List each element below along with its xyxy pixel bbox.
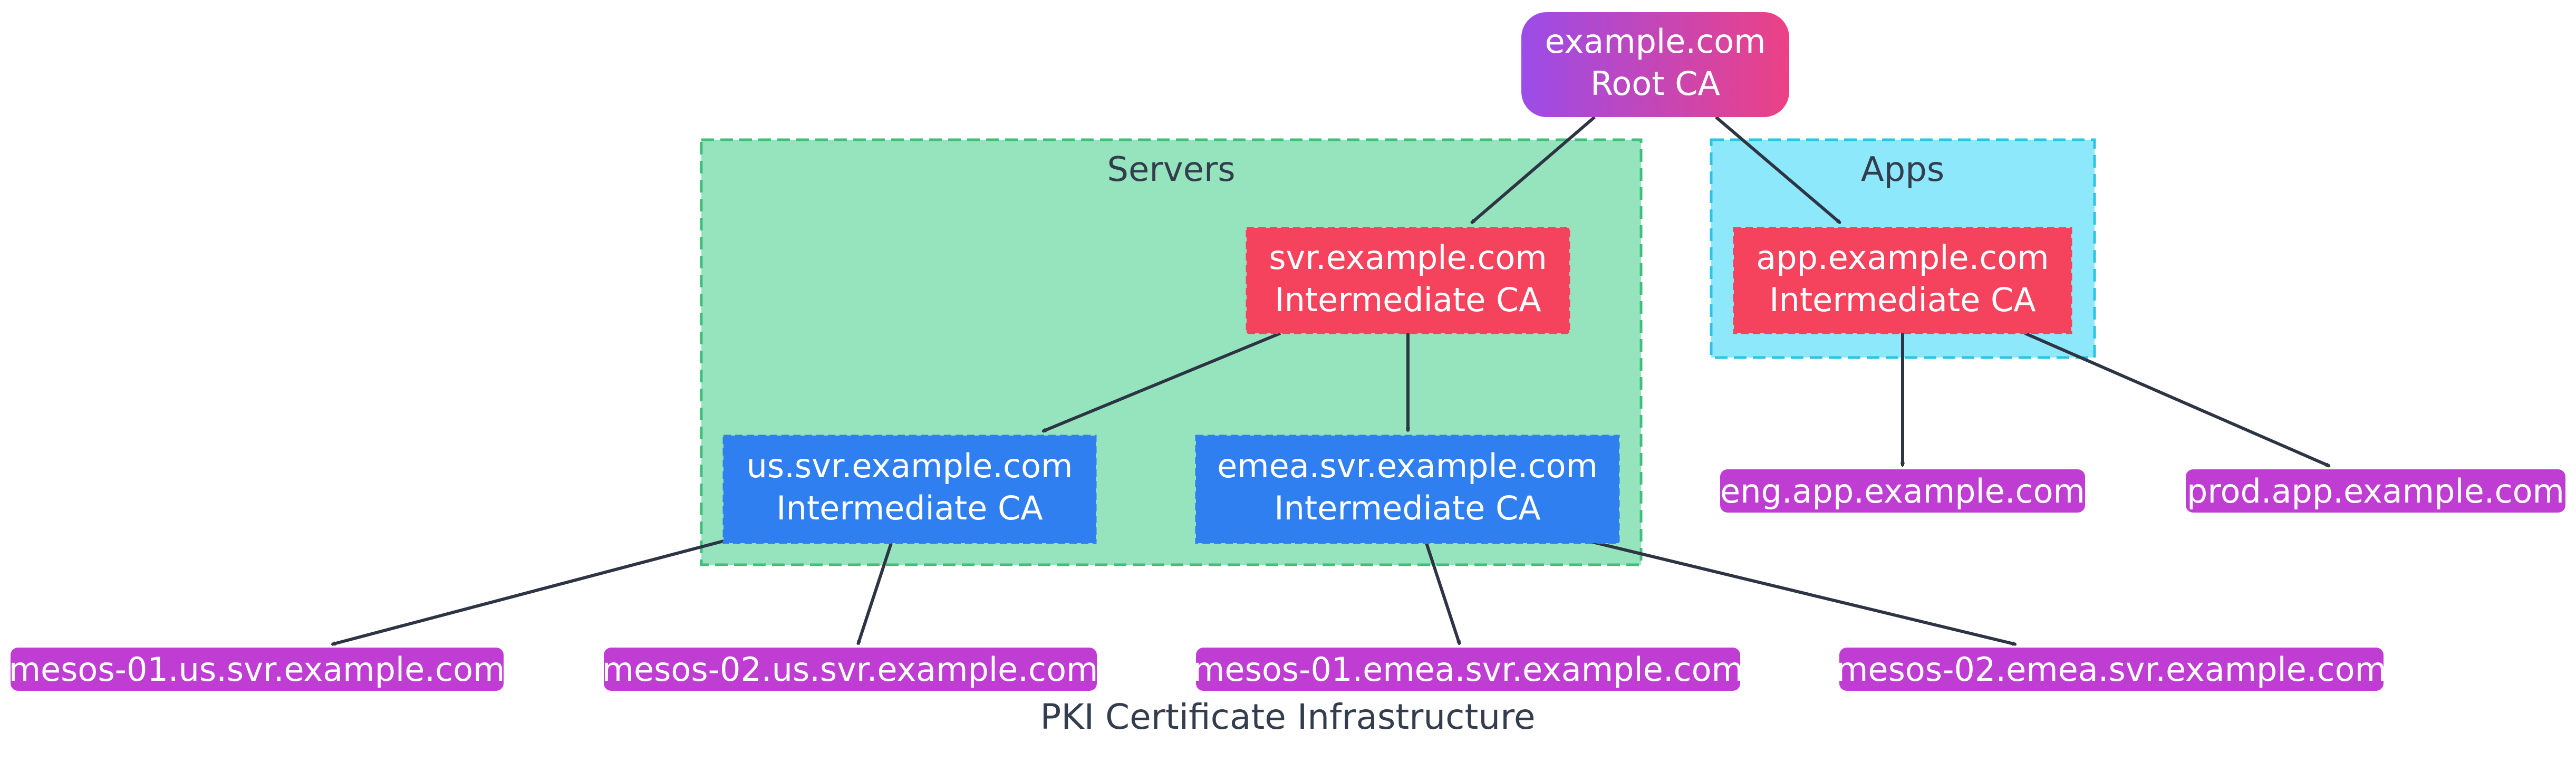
diagram-caption: PKI Certificate Infrastructure: [1040, 697, 1536, 737]
leaf-mesos-01-emea-label: mesos-01.emea.svr.example.com: [1193, 650, 1743, 689]
node-emea-svr-subtitle: Intermediate CA: [1274, 489, 1540, 527]
leaf-mesos-02-us-box: [604, 648, 1097, 691]
node-emea-svr-title: emea.svr.example.com: [1217, 447, 1598, 485]
edge-emea-mesos01: [1425, 543, 1461, 644]
leaf-mesos-02-emea-label: mesos-02.emea.svr.example.com: [1836, 650, 2387, 689]
node-us-svr-title: us.svr.example.com: [747, 447, 1073, 485]
node-us-svr-box: [722, 435, 1097, 544]
leaf-mesos-01-us[interactable]: mesos-01.us.svr.example.com: [9, 648, 505, 691]
edge-emea-mesos02: [1588, 539, 2016, 646]
edge-app-prod: [2024, 332, 2330, 468]
group-servers-label: Servers: [1107, 150, 1235, 189]
edge-us-mesos01: [332, 539, 724, 646]
leaf-mesos-02-us-label: mesos-02.us.svr.example.com: [602, 650, 1098, 689]
leaf-mesos-02-emea[interactable]: mesos-02.emea.svr.example.com: [1836, 648, 2387, 691]
leaf-prod-app-box: [2186, 469, 2565, 513]
node-root-ca-box: [1521, 12, 1789, 117]
leaf-prod-app[interactable]: prod.app.example.com: [2186, 469, 2565, 513]
leaf-mesos-01-emea-box: [1196, 648, 1740, 691]
node-app-subtitle: Intermediate CA: [1769, 281, 2035, 319]
node-svr-subtitle: Intermediate CA: [1275, 281, 1541, 319]
leaf-mesos-01-emea[interactable]: mesos-01.emea.svr.example.com: [1193, 648, 1743, 691]
node-app-intermediate-ca[interactable]: app.example.com Intermediate CA: [1733, 227, 2072, 334]
node-emea-svr-box: [1195, 435, 1620, 544]
edge-root-app: [1715, 115, 1841, 225]
node-svr-title: svr.example.com: [1269, 238, 1547, 277]
leaf-eng-app-box: [1720, 469, 2085, 513]
node-svr-intermediate-ca[interactable]: svr.example.com Intermediate CA: [1246, 227, 1570, 334]
leaf-mesos-01-us-label: mesos-01.us.svr.example.com: [9, 650, 505, 689]
edge-svr-us: [1043, 332, 1281, 433]
edges: [332, 115, 2330, 646]
leaf-prod-app-label: prod.app.example.com: [2187, 472, 2564, 510]
node-us-svr-subtitle: Intermediate CA: [776, 489, 1043, 527]
node-app-title: app.example.com: [1756, 238, 2049, 277]
node-svr-box: [1246, 227, 1570, 334]
leaf-mesos-02-us[interactable]: mesos-02.us.svr.example.com: [602, 648, 1098, 691]
node-emea-svr-intermediate-ca[interactable]: emea.svr.example.com Intermediate CA: [1195, 435, 1620, 544]
edge-us-mesos02: [856, 543, 893, 644]
leaf-mesos-02-emea-box: [1839, 648, 2384, 691]
edge-root-svr: [1470, 115, 1596, 225]
group-apps-label: Apps: [1861, 150, 1944, 189]
node-app-box: [1733, 227, 2072, 334]
leaf-eng-app[interactable]: eng.app.example.com: [1720, 469, 2085, 513]
leaf-eng-app-label: eng.app.example.com: [1720, 472, 2085, 510]
node-root-ca-subtitle: Root CA: [1590, 64, 1720, 103]
leaf-mesos-01-us-box: [11, 648, 504, 691]
node-root-ca-title: example.com: [1545, 22, 1766, 61]
node-root-ca[interactable]: example.com Root CA: [1521, 12, 1789, 117]
node-us-svr-intermediate-ca[interactable]: us.svr.example.com Intermediate CA: [722, 435, 1097, 544]
